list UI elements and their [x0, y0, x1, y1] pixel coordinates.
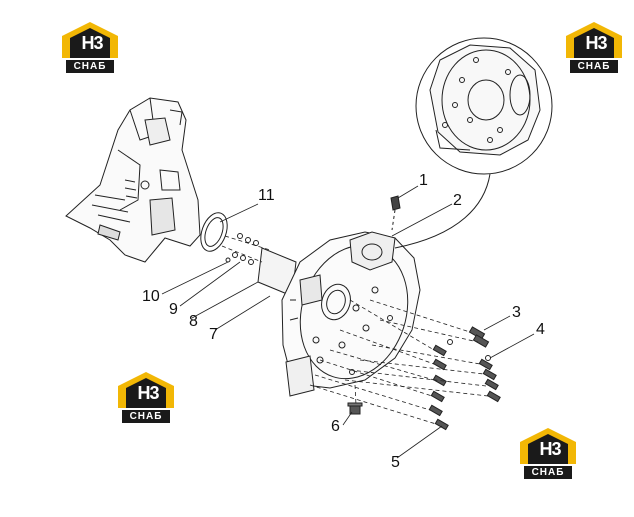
detail-inset [415, 37, 553, 175]
engine-block [65, 97, 201, 263]
watermark-logo: H3 СНАБ [520, 428, 576, 482]
inset-connector [394, 173, 491, 249]
callout-5: 5 [391, 454, 400, 471]
logo-brand: СНАБ [122, 410, 170, 423]
callout-6: 6 [331, 418, 340, 435]
logo-brand: СНАБ [66, 60, 114, 73]
plug [347, 402, 363, 415]
seal-ring [200, 212, 228, 252]
logo-mark: H3 [539, 439, 561, 459]
logo-brand: СНАБ [570, 60, 618, 73]
callout-8: 8 [189, 313, 198, 330]
callout-3: 3 [512, 304, 521, 321]
callout-2: 2 [453, 192, 462, 209]
leader-lines [161, 185, 535, 459]
roof-logo-icon [62, 22, 118, 58]
dowel-pin [390, 195, 401, 231]
roof-logo-icon [520, 428, 576, 464]
roof-logo-icon [118, 372, 174, 408]
callout-11: 11 [258, 187, 275, 204]
flywheel-housing [281, 231, 421, 397]
assembly-lines [221, 235, 489, 425]
callout-7: 7 [209, 326, 218, 343]
watermark-logo: H3 СНАБ [118, 372, 174, 426]
logo-mark: H3 [81, 33, 103, 53]
roof-logo-icon [566, 22, 622, 58]
callout-4: 4 [536, 321, 545, 338]
logo-brand: СНАБ [524, 466, 572, 479]
callout-9: 9 [169, 301, 178, 318]
small-parts [225, 233, 297, 297]
callout-1: 1 [419, 172, 428, 189]
bolt-set [428, 326, 501, 431]
watermark-logo: H3 СНАБ [566, 22, 622, 76]
logo-mark: H3 [585, 33, 607, 53]
callout-10: 10 [142, 288, 160, 305]
watermark-logo: H3 СНАБ [62, 22, 118, 76]
logo-mark: H3 [137, 383, 159, 403]
